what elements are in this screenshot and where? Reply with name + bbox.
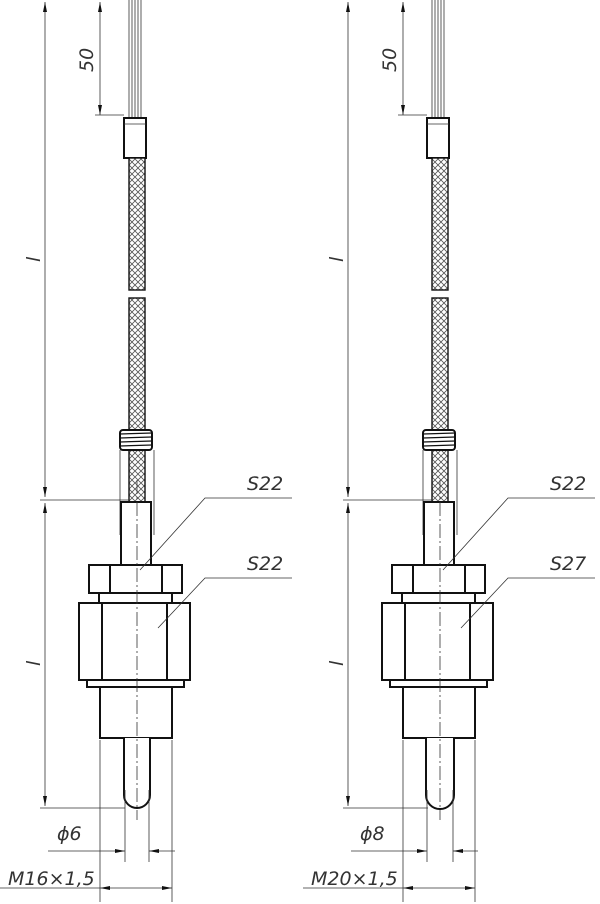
body-leader [157,577,292,629]
thread-label: M20×1,5 [311,868,398,890]
flange [86,679,185,688]
hex-nut [391,564,486,594]
tube [423,501,455,566]
thread [402,686,476,739]
dim-label-50: 50 [76,48,98,72]
braided-cable-upper [431,157,449,291]
dim-label-l-upper: l [23,256,45,262]
diameter-label: ϕ6 [57,823,82,845]
nut-leader [442,497,595,571]
nut-size-label: S22 [550,473,586,495]
spring [422,429,456,451]
braided-cable-lower [431,297,449,531]
dim-label-l-lower: l [326,660,348,666]
tube [120,501,152,566]
braided-cable-upper [128,157,146,291]
flange [389,679,488,688]
wires [128,0,142,118]
thread [99,686,173,739]
collar [98,592,173,604]
dimensions [303,2,595,902]
nut-size-label: S22 [247,473,283,495]
diameter-label: ϕ8 [360,823,385,845]
dim-label-50: 50 [379,48,401,72]
hex-body [381,602,494,681]
dim-label-l-upper: l [326,256,348,262]
hex-nut [88,564,183,594]
body-leader [460,577,595,629]
dim-label-l-lower: l [23,660,45,666]
thread-label: M16×1,5 [8,868,95,890]
collar [401,592,476,604]
body-size-label: S27 [550,553,586,575]
nut-leader [139,497,292,571]
hex-body [78,602,191,681]
wires [431,0,445,118]
body-size-label: S22 [247,553,283,575]
braided-cable-lower [128,297,146,531]
spring [119,429,153,451]
dimensions [0,2,292,902]
